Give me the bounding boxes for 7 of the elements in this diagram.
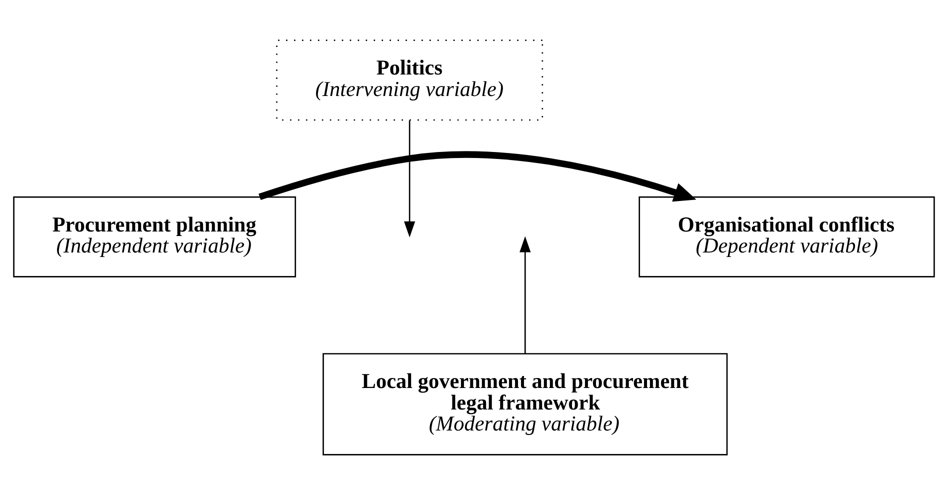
arrow: [404, 120, 416, 238]
node-box: Organisational conflicts (Dependent variable): [638, 196, 935, 278]
arrow: [520, 236, 531, 354]
node-box: Procurement planning (Independent variable): [13, 196, 296, 278]
node-box: Local government and procurement legal framework (Moderating variable): [322, 353, 728, 456]
node-box: Politics (Intervening variable): [276, 40, 544, 121]
arrow: [258, 151, 696, 202]
